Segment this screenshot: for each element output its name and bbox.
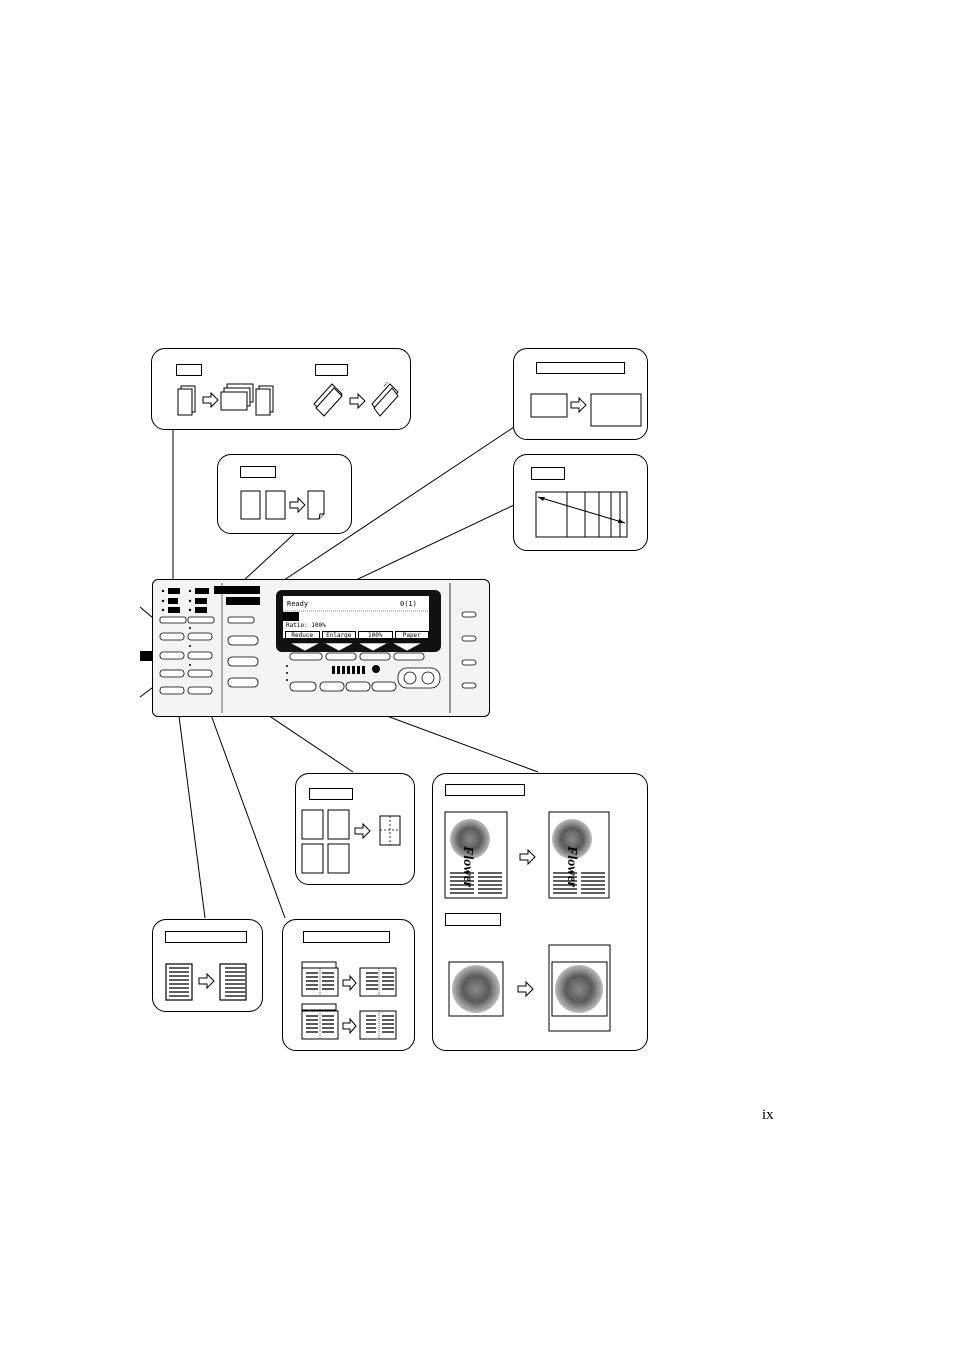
label-erase [165, 931, 247, 943]
staple-illustration [313, 381, 399, 417]
soft-key-reduce[interactable]: Reduce [285, 631, 320, 640]
soft-key-paper[interactable]: Paper [394, 631, 429, 640]
soft-key-enlarge[interactable]: Enlarge [321, 631, 356, 640]
display-paper-row: Auto 11x17▱ 8½x11▯ 8½x11▱ 5½x8½▱ 8½x11▯ [285, 612, 415, 618]
label-margin [445, 913, 501, 926]
flower-text-copy: Flower [564, 846, 579, 888]
label-positive-negative [445, 784, 525, 796]
enlarge-illustration [530, 393, 642, 427]
soft-key-100[interactable]: 100% [358, 631, 393, 640]
display-copies: 0(1) [400, 600, 417, 608]
image-edit-illustration [444, 811, 611, 1032]
display-soft-keys: Reduce Enlarge 100% Paper [285, 631, 429, 640]
label-enlarge [536, 362, 625, 374]
label-zoom [531, 467, 565, 480]
label-staple [315, 364, 348, 376]
combine-illustration [301, 809, 401, 874]
label-combine [309, 788, 353, 800]
label-margin-adjust [303, 931, 390, 943]
label-duplex [240, 466, 276, 478]
margin-adjust-illustration [301, 961, 397, 1040]
sort-illustration [177, 383, 274, 416]
display-ratio: Ratio: 100% [286, 622, 326, 629]
erase-illustration [165, 963, 247, 1001]
page-number: ix [762, 1107, 774, 1123]
duplex-illustration [240, 490, 325, 520]
display-status: Ready [287, 600, 309, 608]
zoom-illustration [535, 491, 628, 538]
flower-text-original: Flower [460, 846, 475, 888]
label-sort [176, 364, 202, 376]
